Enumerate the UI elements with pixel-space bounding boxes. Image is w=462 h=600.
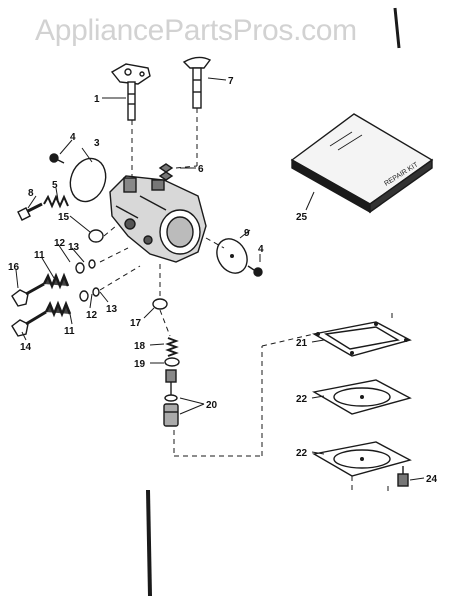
diaphragm-22-upper — [312, 379, 412, 415]
callout-4b: 4 — [258, 244, 264, 255]
scan-mark-top — [393, 7, 401, 49]
diaphragm-22-lower — [312, 441, 412, 477]
o-ring-lower — [79, 290, 89, 302]
idle-screw-spring — [43, 194, 69, 209]
inlet-washer — [164, 357, 180, 367]
callout-9: 9 — [244, 228, 250, 239]
callout-22a: 22 — [296, 394, 308, 405]
throttle-plate — [69, 157, 107, 203]
watermark: AppliancePartsPros.com — [35, 14, 357, 47]
cover-screw — [397, 466, 409, 487]
inlet-needle-spring — [165, 337, 179, 357]
leader-lines — [15, 77, 425, 481]
callout-19: 19 — [134, 359, 146, 370]
repair-kit-box: REPAIR KIT — [290, 113, 434, 214]
gasket-21 — [312, 321, 412, 357]
callout-14: 14 — [20, 342, 32, 353]
cup-plug — [152, 298, 168, 310]
callout-13b: 13 — [106, 304, 118, 315]
callout-11b: 11 — [64, 326, 75, 337]
callout-22b: 22 — [296, 448, 308, 459]
callout-5: 5 — [52, 180, 58, 191]
inlet-needle — [165, 369, 177, 396]
plate-screw — [49, 153, 65, 164]
low-speed-needle — [11, 310, 47, 337]
callout-3: 3 — [94, 138, 100, 149]
callout-20: 20 — [206, 400, 218, 411]
callout-13a: 13 — [68, 242, 80, 253]
callout-8: 8 — [28, 188, 34, 199]
scan-mark-bottom — [146, 489, 152, 597]
needle-spring-upper — [42, 272, 70, 290]
callout-18: 18 — [134, 341, 146, 352]
callout-12b: 12 — [86, 310, 98, 321]
washer-upper — [88, 259, 96, 269]
callout-7: 7 — [228, 76, 234, 87]
throttle-shaft — [110, 63, 151, 121]
callout-24: 24 — [426, 474, 438, 485]
choke-plate-screw — [247, 265, 263, 277]
callout-11a: 11 — [34, 250, 45, 261]
callout-4a: 4 — [70, 132, 76, 143]
o-ring-upper — [75, 262, 85, 274]
callout-12a: 12 — [54, 238, 66, 249]
callout-21: 21 — [296, 338, 308, 349]
idle-screw — [17, 202, 43, 221]
gasket-washer — [88, 229, 104, 243]
inlet-seat — [163, 394, 179, 427]
callout-15: 15 — [58, 212, 70, 223]
needle-spring-lower — [44, 300, 72, 318]
carburetor-body — [109, 175, 207, 263]
choke-shaft — [182, 56, 212, 109]
callout-25: 25 — [296, 212, 308, 223]
callout-1: 1 — [94, 94, 100, 105]
assembly-guide-lines — [99, 108, 393, 494]
top-spring — [158, 163, 174, 181]
callout-6: 6 — [198, 164, 204, 175]
high-speed-needle — [11, 282, 45, 307]
callout-16: 16 — [8, 262, 20, 273]
callout-17: 17 — [130, 318, 142, 329]
washer-lower — [92, 287, 100, 297]
